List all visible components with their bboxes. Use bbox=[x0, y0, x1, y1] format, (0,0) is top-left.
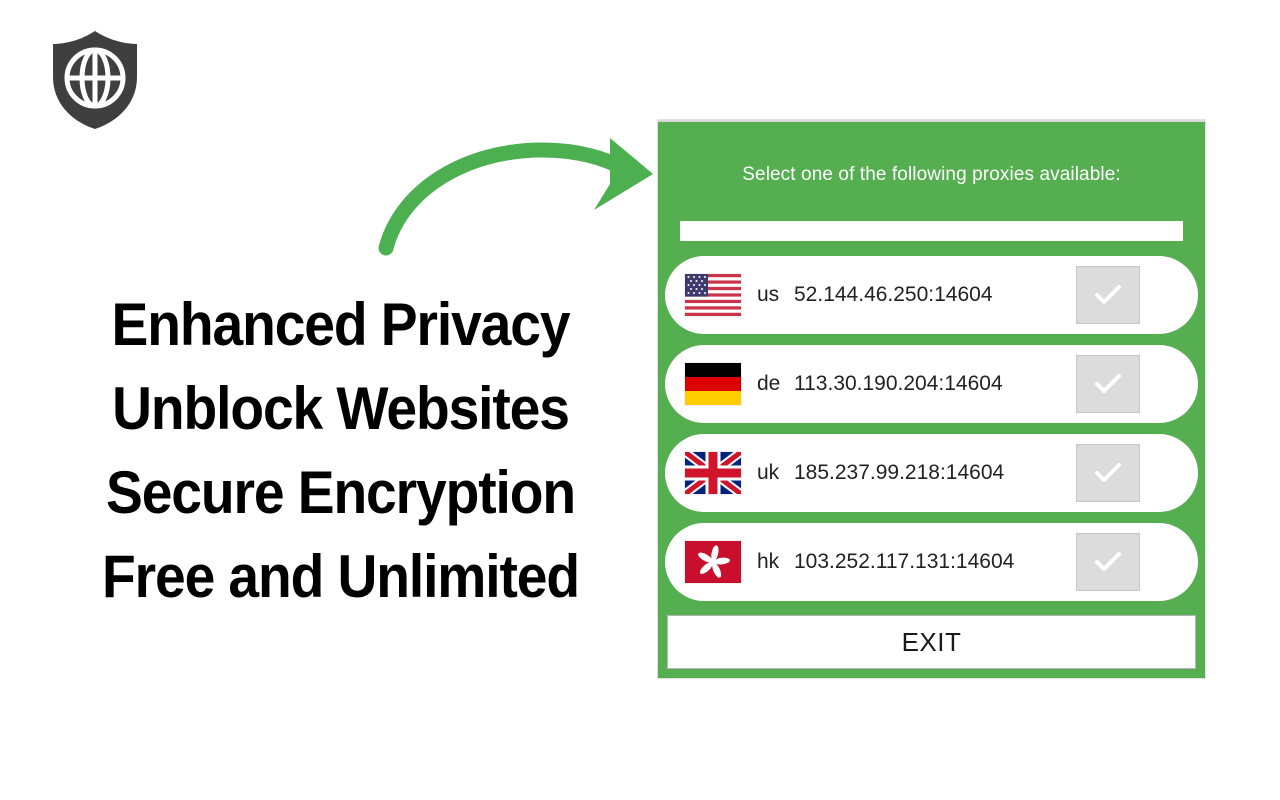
headline-line-1: Enhanced Privacy bbox=[111, 291, 571, 358]
proxy-country-code: us bbox=[757, 283, 780, 306]
search-input[interactable] bbox=[680, 221, 1183, 241]
headline-line-4: Free and Unlimited bbox=[101, 543, 580, 610]
table-row[interactable]: us 52.144.46.250:14604 bbox=[665, 256, 1198, 334]
proxy-label: us 52.144.46.250:14604 bbox=[757, 283, 993, 307]
headline-line-2: Unblock Websites bbox=[112, 375, 570, 442]
shield-globe-icon bbox=[53, 31, 137, 129]
flag-us-icon bbox=[685, 274, 741, 316]
flag-de-icon bbox=[685, 363, 741, 405]
flag-uk-icon bbox=[685, 452, 741, 494]
check-icon bbox=[1095, 463, 1121, 482]
table-row[interactable]: de 113.30.190.204:14604 bbox=[665, 345, 1198, 423]
curved-arrow-right-icon bbox=[378, 138, 653, 256]
proxy-label: uk 185.237.99.218:14604 bbox=[757, 461, 1004, 485]
select-proxy-button[interactable] bbox=[1076, 266, 1140, 324]
proxy-address: 52.144.46.250:14604 bbox=[794, 283, 993, 306]
proxy-country-code: hk bbox=[757, 550, 780, 573]
check-icon bbox=[1095, 374, 1121, 393]
table-row[interactable]: hk 103.252.117.131:14604 bbox=[665, 523, 1198, 601]
headline-line-3: Secure Encryption bbox=[106, 459, 576, 526]
proxy-label: hk 103.252.117.131:14604 bbox=[757, 550, 1014, 574]
headline: Enhanced Privacy Unblock Websites Secure… bbox=[28, 283, 653, 619]
proxy-label: de 113.30.190.204:14604 bbox=[757, 372, 1003, 396]
exit-button[interactable]: EXIT bbox=[667, 615, 1196, 669]
proxy-popup-panel: Select one of the following proxies avai… bbox=[658, 120, 1205, 678]
proxy-country-code: de bbox=[757, 372, 781, 395]
check-icon bbox=[1095, 552, 1121, 571]
flag-hk-icon bbox=[685, 541, 741, 583]
brand-logo bbox=[47, 28, 143, 132]
proxy-address: 185.237.99.218:14604 bbox=[794, 461, 1005, 484]
proxy-country-code: uk bbox=[757, 461, 780, 484]
check-icon bbox=[1095, 285, 1121, 304]
table-row[interactable]: uk 185.237.99.218:14604 bbox=[665, 434, 1198, 512]
proxy-list: us 52.144.46.250:14604 de 113.30.190.204:1… bbox=[658, 256, 1205, 612]
select-proxy-button[interactable] bbox=[1076, 533, 1140, 591]
select-proxy-button[interactable] bbox=[1076, 444, 1140, 502]
select-proxy-button[interactable] bbox=[1076, 355, 1140, 413]
proxy-address: 103.252.117.131:14604 bbox=[794, 550, 1015, 573]
panel-title: Select one of the following proxies avai… bbox=[742, 164, 1121, 185]
proxy-address: 113.30.190.204:14604 bbox=[794, 372, 1003, 395]
pointer-arrow bbox=[372, 136, 664, 258]
